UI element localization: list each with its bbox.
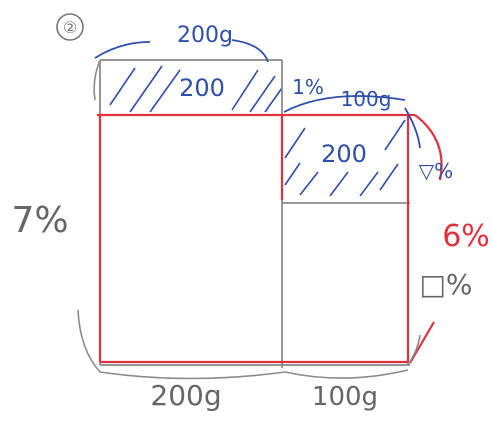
label-bottom-left-width: 200g xyxy=(150,379,221,412)
label-triangle-percent: ▽% xyxy=(419,159,453,183)
label-left-percent: 7% xyxy=(11,200,68,241)
problem-marker: ② xyxy=(56,13,84,41)
blue-brackets xyxy=(94,39,421,149)
hatched-region-top xyxy=(109,65,283,113)
label-bottom-right-width: 100g xyxy=(312,382,378,412)
red-outline xyxy=(97,113,443,364)
gray-brackets xyxy=(77,59,421,380)
svg-text:②: ② xyxy=(63,18,77,37)
hatched-region-right xyxy=(284,119,406,197)
label-top-width: 200g xyxy=(177,23,233,48)
label-hatched-right: 200 xyxy=(321,140,367,168)
label-square-percent: □% xyxy=(419,268,472,301)
label-hatched-top: 200 xyxy=(179,74,225,102)
label-small-width: 100g xyxy=(341,87,392,111)
label-percent-top-right: 1% xyxy=(292,75,324,99)
label-right-red-percent: 6% xyxy=(442,219,490,254)
